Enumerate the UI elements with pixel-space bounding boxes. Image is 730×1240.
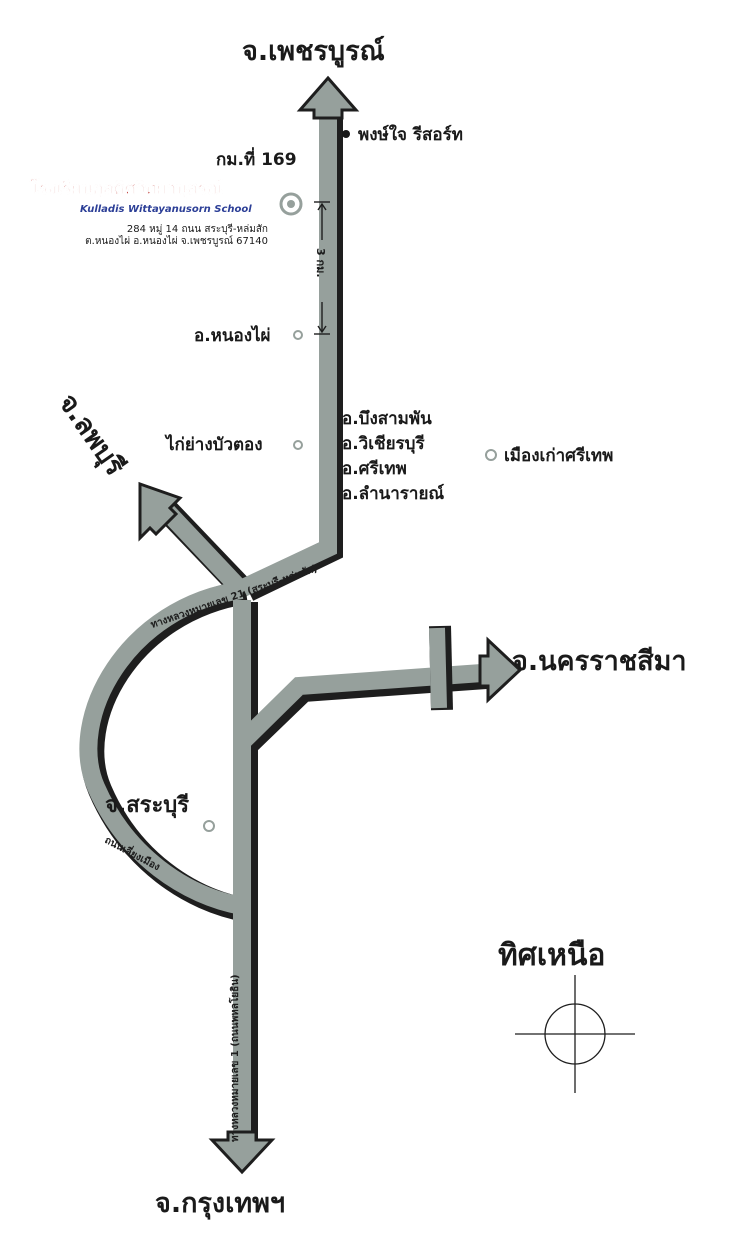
- district-2: อ.วิเชียรบุรี: [342, 433, 425, 454]
- east-destination: จ.นครราชสีมา: [512, 646, 687, 677]
- northwest-destination: จ.ลพบุรี: [51, 388, 130, 482]
- distance-label: 3 กม.: [314, 248, 327, 278]
- district-1: อ.บึงสามพัน: [342, 409, 432, 429]
- resort-dot: [342, 130, 350, 138]
- old-city-label: เมืองเก่าศรีเทพ: [504, 445, 613, 466]
- saraburi-dot: [203, 820, 215, 832]
- distance-marker: [314, 201, 330, 335]
- kaiyang-label: ไก่ย่างบัวตอง: [164, 434, 263, 455]
- route-21-road: [239, 100, 337, 597]
- school-address-2: ต.หนองไผ่ อ.หนองไผ่ จ.เพชรบูรณ์ 67140: [85, 235, 268, 247]
- south-arrow-head: [208, 1130, 276, 1175]
- school-name-th: โรงเรียนกุลดิศวิทยานุสรณ์: [29, 178, 223, 199]
- nong-phai-dot: [293, 330, 303, 340]
- school-name-en: Kulladis Wittayanusorn School: [80, 204, 252, 215]
- saraburi-label: จ.สระบุรี: [105, 793, 189, 819]
- district-3: อ.ศรีเทพ: [342, 458, 407, 479]
- district-4: อ.ลำนารายณ์: [342, 483, 444, 504]
- kaiyang-dot: [293, 440, 303, 450]
- compass-label: ทิศเหนือ: [498, 938, 605, 973]
- compass-rose: [515, 975, 635, 1093]
- nakhon-ratchasima-road: [235, 663, 497, 749]
- route1-label: ทางหลวงหมายเลข 1 (ถนนพหลโยธิน): [228, 974, 241, 1142]
- north-destination: จ.เพชรบูรณ์: [242, 35, 385, 68]
- east-arrow-head: [478, 636, 523, 704]
- roads: [79, 100, 497, 1142]
- north-arrow-head: [296, 75, 360, 120]
- old-city-dot: [485, 449, 497, 461]
- south-destination: จ.กรุงเทพฯ: [155, 1188, 285, 1220]
- school-address-1: 284 หมู่ 14 ถนน สระบุรี-หล่มสัก: [127, 223, 268, 235]
- resort-label: พงษ์ใจ รีสอร์ท: [358, 124, 463, 145]
- bypass-road: [79, 581, 244, 915]
- nong-phai-label: อ.หนองไผ่: [194, 325, 271, 346]
- northwest-arrow-head: [138, 481, 183, 542]
- km-marker-label: กม.ที่ 169: [216, 147, 297, 170]
